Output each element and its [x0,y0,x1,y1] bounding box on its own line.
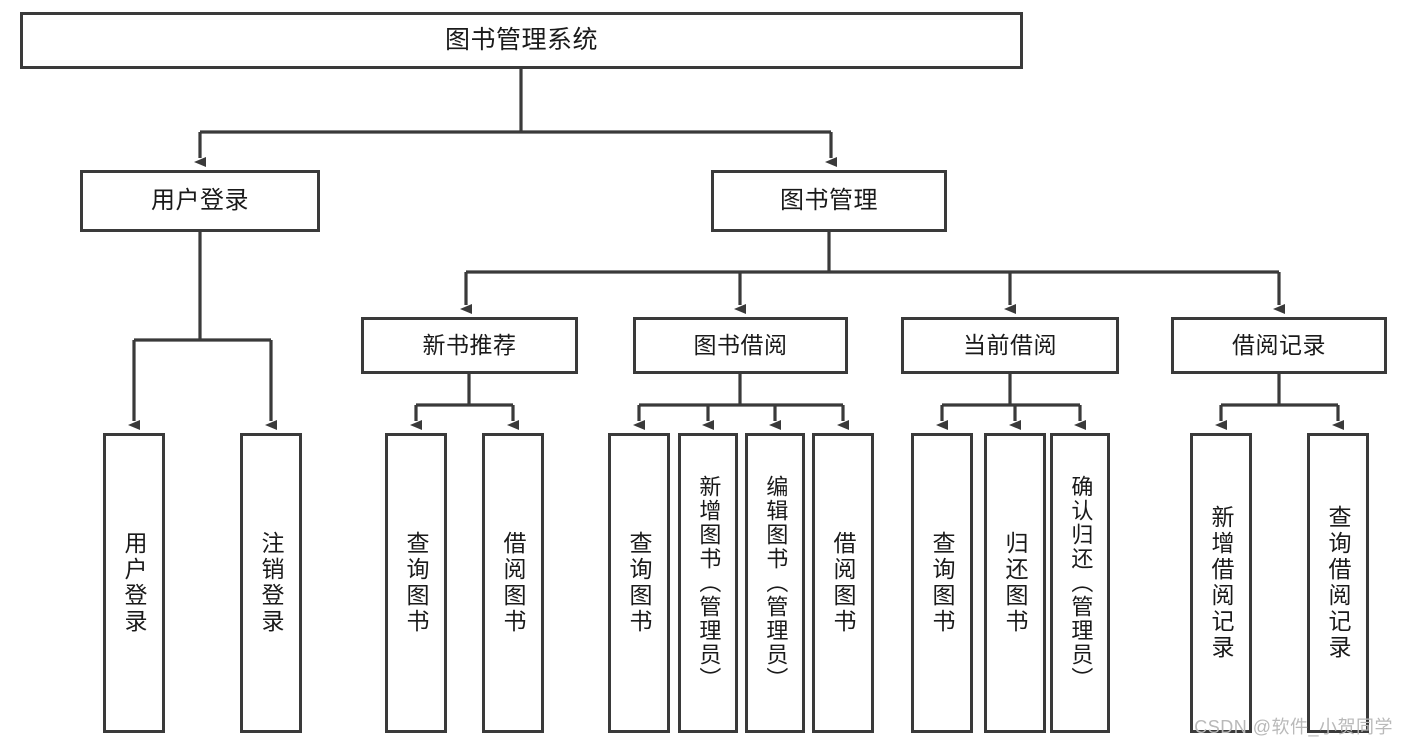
node-leaf-query-book-rec[interactable]: 查询图书 [385,433,447,733]
node-leaf-query-book-rec-label: 查询图书 [403,531,430,635]
node-borrow-record-label: 借阅记录 [1232,331,1326,358]
node-leaf-edit-book-admin-label: 编辑图书（管理员） [763,475,789,691]
node-leaf-return-book[interactable]: 归还图书 [984,433,1046,733]
node-leaf-add-borrow-record[interactable]: 新增借阅记录 [1190,433,1252,733]
node-leaf-query-borrow-record-label: 查询借阅记录 [1325,505,1352,661]
node-borrow-record[interactable]: 借阅记录 [1171,317,1387,374]
node-current-borrow[interactable]: 当前借阅 [901,317,1119,374]
node-leaf-confirm-return-admin[interactable]: 确认归还（管理员） [1050,433,1110,733]
node-leaf-query-borrow-record[interactable]: 查询借阅记录 [1307,433,1369,733]
node-leaf-user-login-label: 用户登录 [121,531,148,635]
node-leaf-query-book-borrow[interactable]: 查询图书 [608,433,670,733]
node-book-manage[interactable]: 图书管理 [711,170,947,232]
node-leaf-query-book-current-label: 查询图书 [929,531,956,635]
node-leaf-confirm-return-admin-label: 确认归还（管理员） [1068,475,1094,691]
node-leaf-logout[interactable]: 注销登录 [240,433,302,733]
node-leaf-logout-label: 注销登录 [258,531,285,635]
node-leaf-borrow-book-label: 借阅图书 [830,531,857,635]
node-new-book-recommend-label: 新书推荐 [422,331,517,358]
node-leaf-add-book-admin[interactable]: 新增图书（管理员） [678,433,738,733]
node-root-label: 图书管理系统 [444,25,598,54]
node-leaf-user-login[interactable]: 用户登录 [103,433,165,733]
node-leaf-add-book-admin-label: 新增图书（管理员） [696,475,722,691]
node-leaf-query-book-current[interactable]: 查询图书 [911,433,973,733]
node-leaf-add-borrow-record-label: 新增借阅记录 [1208,505,1235,661]
node-user-login[interactable]: 用户登录 [80,170,320,232]
node-book-borrow-label: 图书借阅 [693,331,788,358]
node-leaf-borrow-book-rec[interactable]: 借阅图书 [482,433,544,733]
node-leaf-edit-book-admin[interactable]: 编辑图书（管理员） [745,433,805,733]
node-leaf-borrow-book[interactable]: 借阅图书 [812,433,874,733]
node-leaf-query-book-borrow-label: 查询图书 [626,531,653,635]
node-current-borrow-label: 当前借阅 [963,331,1057,358]
node-user-login-label: 用户登录 [151,186,249,214]
node-leaf-borrow-book-rec-label: 借阅图书 [500,531,527,635]
node-new-book-recommend[interactable]: 新书推荐 [361,317,578,374]
node-book-manage-label: 图书管理 [780,186,878,214]
node-book-borrow[interactable]: 图书借阅 [633,317,848,374]
node-root[interactable]: 图书管理系统 [20,12,1023,69]
node-leaf-return-book-label: 归还图书 [1002,531,1029,635]
watermark-text: CSDN @软件_小贺同学 [1194,717,1393,737]
